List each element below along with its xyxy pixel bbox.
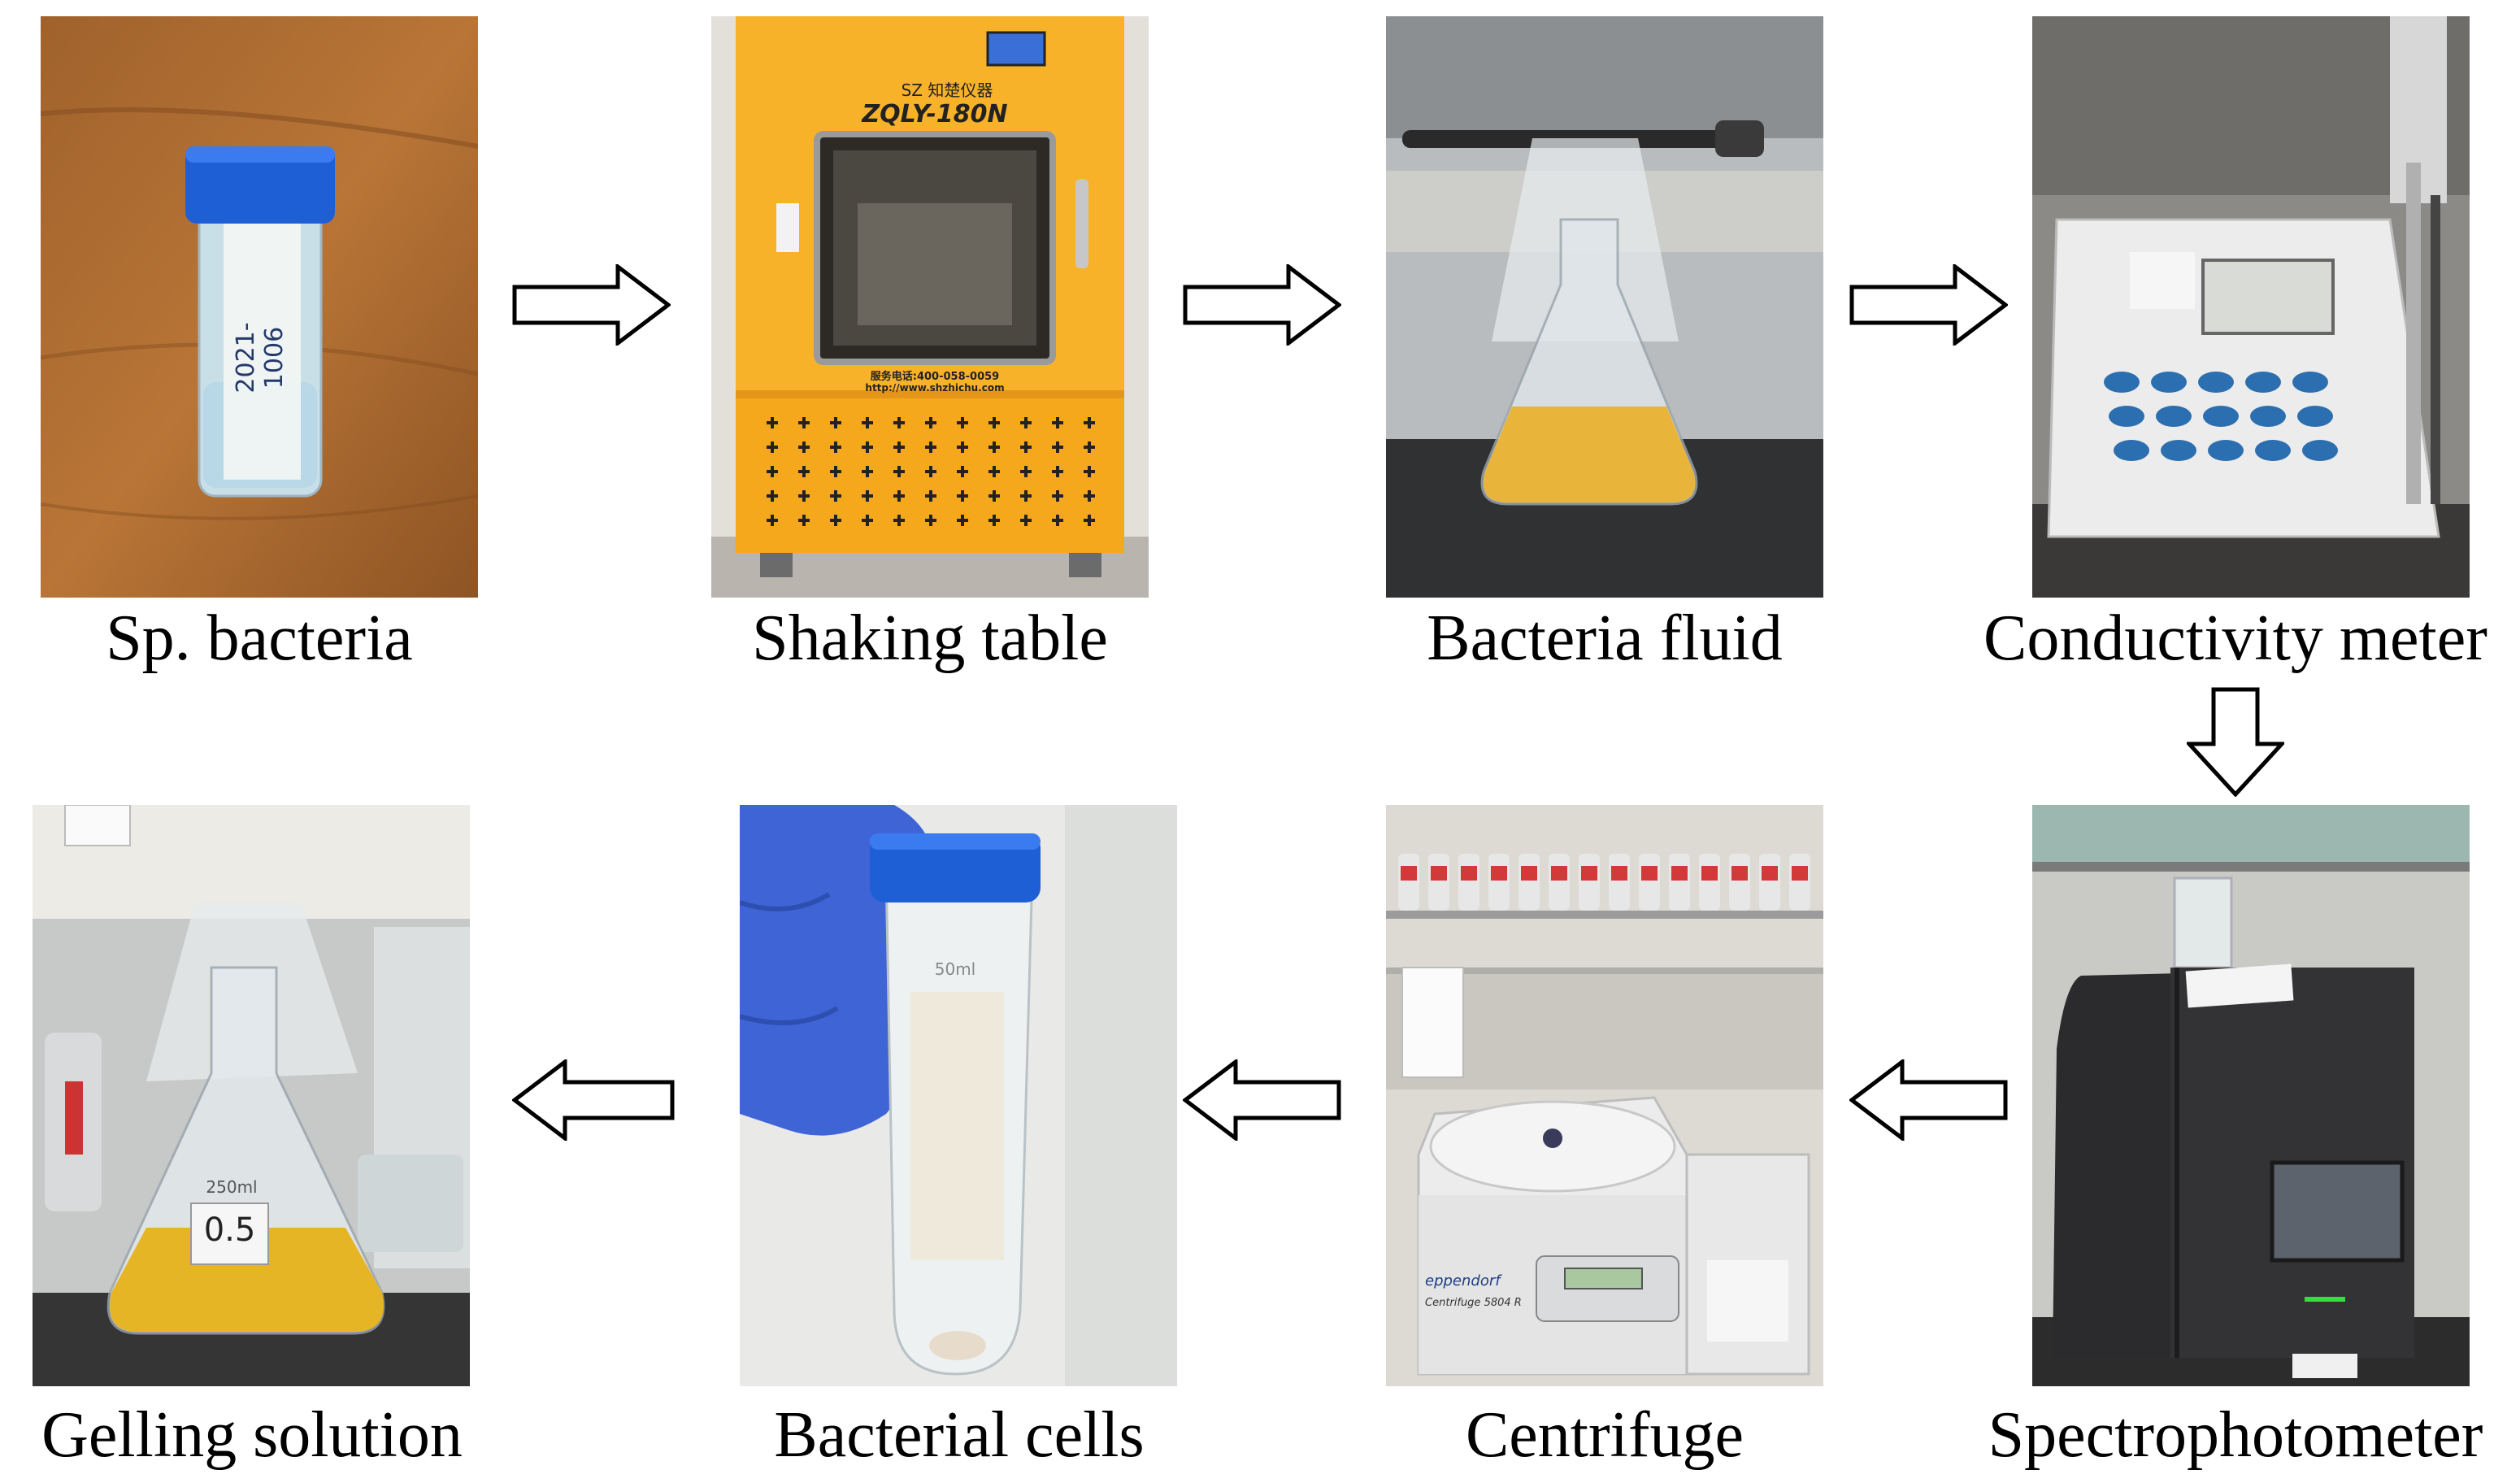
arrow-down (2187, 687, 2284, 797)
tube-label-text: 2021-1006 (232, 322, 289, 394)
arrow-right-3 (1849, 264, 2008, 346)
photo-conductivity-meter (2032, 16, 2470, 598)
incubator-phone: 服务电话:400-058-0059 (870, 371, 1000, 383)
incubator-model: ZQLY-180N (862, 100, 1008, 128)
photo-centrifuge: eppendorf Centrifuge 5804 R (1386, 805, 1823, 1386)
arrow-right-2 (1183, 264, 1341, 346)
caption-gelling-solution: Gelling solution (41, 1399, 463, 1471)
photo-sp-bacteria: 2021-1006 (41, 16, 478, 598)
caption-shaking-table: Shaking table (752, 602, 1108, 674)
caption-bacteria-fluid: Bacteria fluid (1427, 602, 1783, 674)
arrow-left-2 (1183, 1059, 1341, 1141)
caption-centrifuge: Centrifuge (1465, 1399, 1744, 1471)
incubator-web: http://www.shzhichu.com (865, 382, 1005, 394)
caption-conductivity-meter: Conductivity meter (1983, 602, 2487, 674)
flask-volume-mark: 250ml (206, 1177, 258, 1197)
photo-spectrophotometer (2032, 805, 2470, 1386)
photo-bacterial-cells: 50ml (740, 805, 1177, 1386)
flask-label-text: 0.5 (203, 1211, 256, 1249)
arrow-right-1 (512, 264, 671, 346)
caption-sp-bacteria: Sp. bacteria (106, 602, 413, 674)
arrow-left-3 (512, 1059, 675, 1141)
caption-spectrophotometer: Spectrophotometer (1988, 1399, 2483, 1471)
photo-gelling-solution: 250ml 0.5 (33, 805, 470, 1386)
photo-bacteria-fluid (1386, 16, 1823, 598)
arrow-left-1 (1849, 1059, 2008, 1141)
caption-bacterial-cells: Bacterial cells (774, 1399, 1145, 1471)
centrifuge-brand: eppendorf (1425, 1272, 1501, 1289)
tube-volume-mark: 50ml (934, 959, 976, 979)
photo-shaking-table: SZ 知楚仪器 ZQLY-180N 服务电话:400-058-0059 http… (711, 16, 1149, 598)
incubator-brand: SZ 知楚仪器 (901, 80, 993, 100)
centrifuge-model: Centrifuge 5804 R (1425, 1297, 1522, 1309)
